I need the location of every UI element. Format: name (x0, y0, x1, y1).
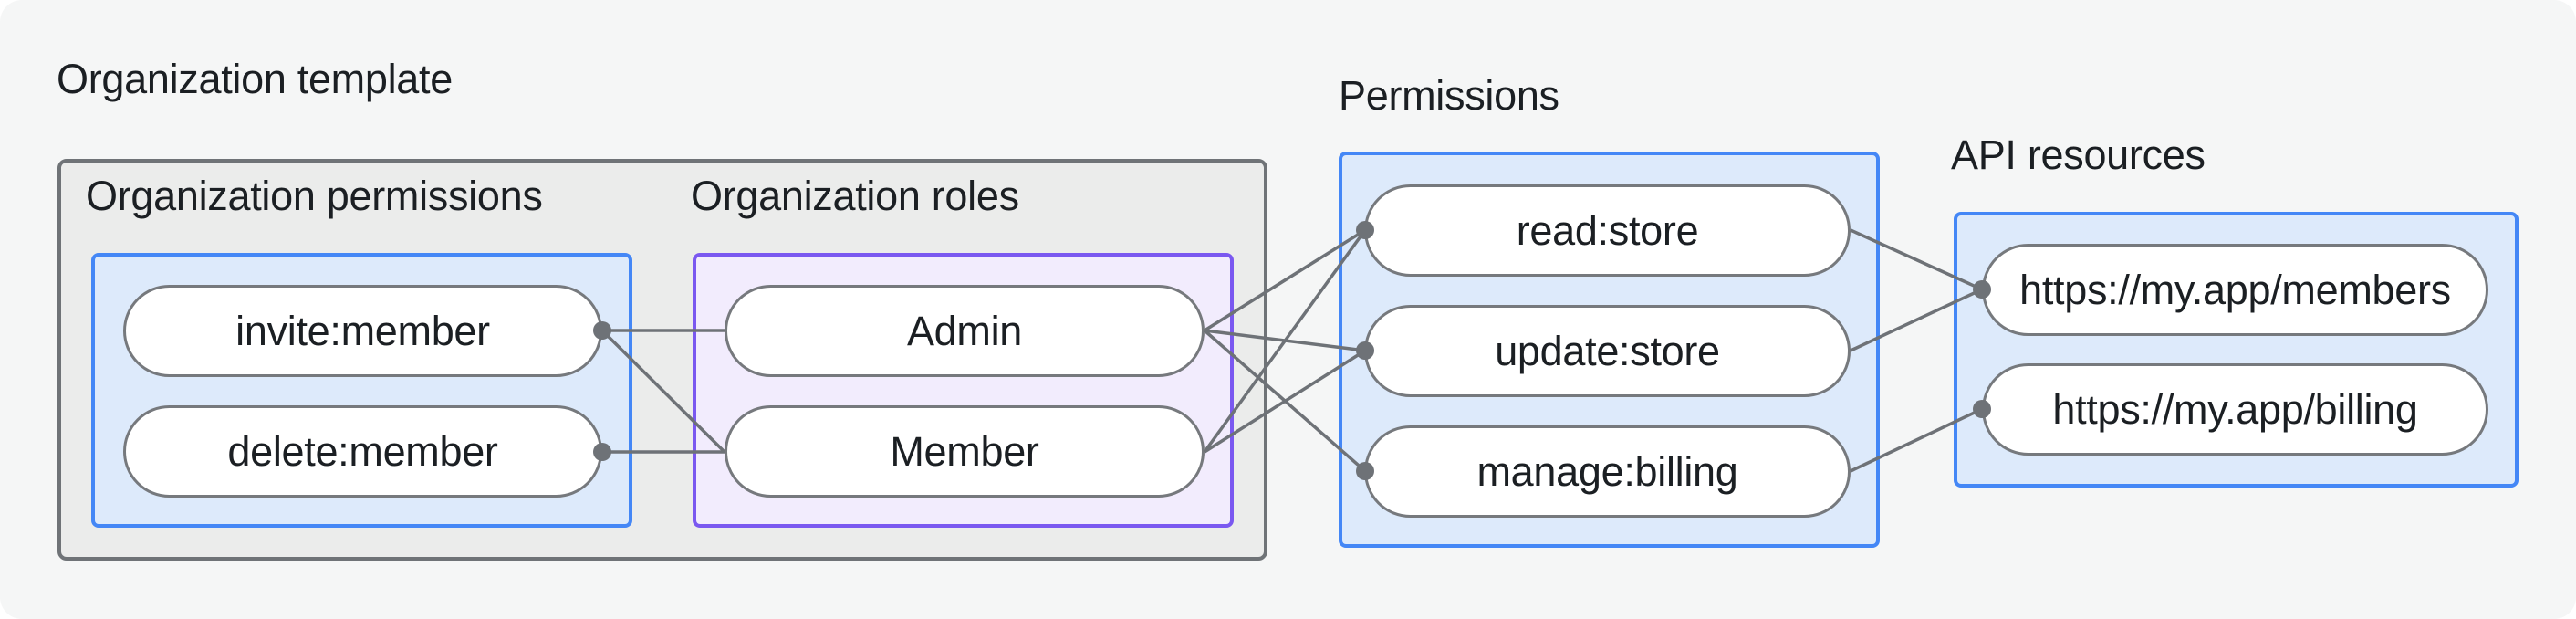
node-update-store: update:store (1364, 305, 1851, 397)
org-template-label: Organization template (57, 56, 453, 102)
permissions-label: Permissions (1339, 72, 1559, 119)
node-api-billing: https://my.app/billing (1982, 363, 2488, 456)
node-api-members: https://my.app/members (1982, 244, 2488, 336)
node-manage-billing: manage:billing (1364, 425, 1851, 518)
org-permissions-label: Organization permissions (86, 173, 543, 219)
node-admin-role: Admin (725, 285, 1205, 377)
org-roles-label: Organization roles (691, 173, 1019, 219)
api-resources-label: API resources (1951, 131, 2206, 178)
node-member-role: Member (725, 405, 1205, 498)
node-delete-member: delete:member (123, 405, 602, 498)
node-invite-member: invite:member (123, 285, 602, 377)
node-read-store: read:store (1364, 184, 1851, 277)
